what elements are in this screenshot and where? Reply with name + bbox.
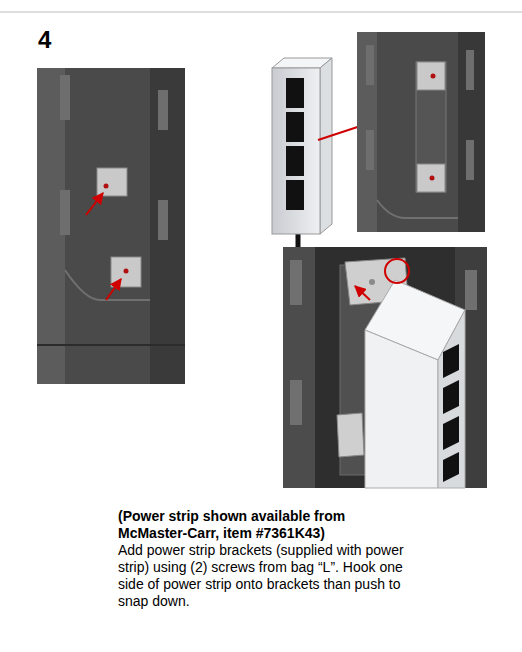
screw-hole [124, 269, 129, 274]
outlet [286, 146, 304, 176]
instruction-block: (Power strip shown available from McMast… [118, 508, 408, 610]
screw [369, 279, 375, 285]
outlet [286, 112, 304, 142]
bracket [417, 164, 445, 192]
bracket [417, 62, 445, 90]
panel-ground [37, 68, 185, 384]
screw-hole [104, 184, 109, 189]
red-arrow [355, 286, 370, 300]
screw-hole [430, 176, 435, 181]
panel-ground [357, 32, 485, 232]
top-rule [0, 12, 522, 13]
step-number: 4 [38, 26, 51, 54]
panel-ground [283, 247, 487, 488]
rack-edge [377, 200, 458, 218]
screw-hole [431, 74, 436, 79]
outlet [286, 180, 304, 210]
rack-view-left [37, 68, 185, 384]
bracket [111, 257, 141, 287]
bracket [97, 168, 127, 196]
rack-slots [60, 75, 168, 240]
strip-side [320, 58, 332, 234]
red-arrow [106, 279, 121, 300]
mount-plate [416, 62, 446, 192]
source-note: (Power strip shown available from McMast… [118, 508, 408, 542]
rack-view-top-right [357, 32, 485, 232]
strip-body [365, 330, 438, 488]
rack-view-detail [283, 247, 487, 488]
red-arrow [86, 193, 103, 215]
outlet [443, 344, 459, 482]
rack-edge [37, 344, 185, 346]
outlet [286, 78, 304, 108]
instruction-text: Add power strip brackets (supplied with … [118, 542, 408, 610]
bracket [337, 413, 364, 457]
strip-body [272, 68, 320, 234]
red-circle [385, 259, 409, 283]
strip-side [438, 310, 465, 488]
